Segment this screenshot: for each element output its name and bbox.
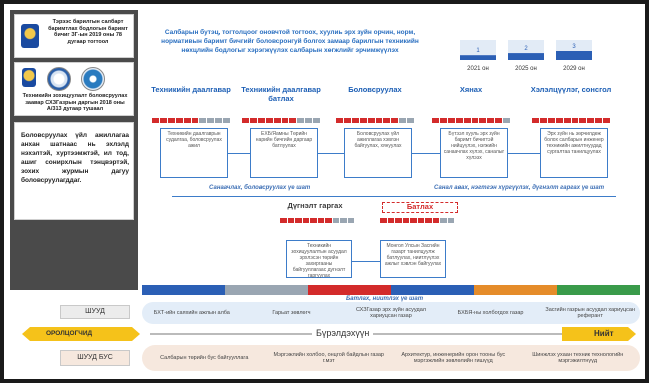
stage-arrow-2 bbox=[318, 153, 344, 154]
agency-seal-icon bbox=[47, 67, 71, 91]
lower-arrow bbox=[352, 261, 380, 262]
lower-progress-bar-2 bbox=[380, 218, 454, 223]
year-bar-value: 1 bbox=[476, 48, 480, 54]
stage-progress-bar-5 bbox=[532, 118, 611, 123]
stage-arrow-4 bbox=[508, 153, 540, 154]
lower-stage-title-1: Дүгнэлт гаргах bbox=[287, 201, 343, 210]
public-end-label: Нийт bbox=[594, 329, 614, 338]
participant-label: ОРОЛЦОГЧИД bbox=[46, 330, 93, 337]
direct-band: БХТ-ийн саяхийн ажлын алба Гарьат зөвлөгч… bbox=[142, 302, 640, 324]
stage-progress-bar-1 bbox=[152, 118, 231, 123]
lower-stage-box-2: Монгол Улсын Засгийн газарт танилцуулж б… bbox=[380, 240, 446, 278]
year-bar-label: 2025 он bbox=[515, 66, 537, 72]
public-label: Бүрэлдэхүүн bbox=[312, 328, 374, 338]
direct-label: ШУУД bbox=[60, 305, 130, 319]
description-card: Боловсруулах үйл ажиллагаа анхан шатнаас… bbox=[14, 122, 134, 220]
year-bar bbox=[508, 53, 544, 60]
color-strip bbox=[142, 285, 640, 295]
stage-box-2: ЕХБ/Яамны Төрийн нарийн бичгийн даргаар … bbox=[250, 128, 318, 178]
indirect-item: Шинжлэх ухаан техник технологийн мэргэжи… bbox=[532, 351, 624, 365]
year-bar-value: 3 bbox=[572, 44, 576, 50]
stage-box-4: Бүтээл хууль эрх зүйн баримт бичигтэй ни… bbox=[440, 128, 508, 178]
stage-title-5: Хэлэлцүүлэг, сонсгол bbox=[530, 85, 612, 94]
stage-box-3: Боловсруулах үйл ажиллагаа хэвлэн байгуу… bbox=[344, 128, 412, 178]
stage-arrow-3 bbox=[412, 153, 440, 154]
note-right: Санал авах, нэгтгэн хүргүүлэх, дүгнэлт г… bbox=[434, 185, 605, 191]
lower-stage-title-2: Батлах bbox=[382, 202, 458, 213]
direct-item: СХЗГазар эрх зүйн асуудал хариуцсан газа… bbox=[356, 306, 426, 320]
lower-progress-bar-1 bbox=[280, 218, 354, 223]
direct-item: БХБЯ-ны холбогдох газар bbox=[457, 309, 524, 316]
intro-text: Салбарын бутэц, тогтолцоог оновчтой тогт… bbox=[161, 29, 419, 54]
participant-arrow: ОРОЛЦОГЧИД Бүрэлдэхүүн Нийт bbox=[22, 327, 638, 341]
ministry-logo-icon bbox=[81, 67, 105, 91]
year-bar-bg bbox=[460, 40, 496, 60]
year-chart-svg: 1 2021 он 2 2025 он 3 2029 он bbox=[460, 40, 592, 72]
indirect-item: Салбарын төрийн бус байгууллага bbox=[160, 354, 249, 361]
left-panel: Тэрээс барилгын салбарт баримтлах бодлог… bbox=[10, 10, 138, 290]
direct-item: Гарьат зөвлөгч bbox=[272, 309, 311, 316]
year-bar-label: 2029 он bbox=[563, 66, 585, 72]
stage-title-2: Техникийн даалгавар батлах bbox=[241, 85, 321, 103]
mongolia-emblem-icon bbox=[22, 68, 36, 87]
indirect-label: ШУУД БУС bbox=[60, 350, 130, 366]
lower-stage-box-1: Техникийн зохицуулалтын асуудал эрхлэсэн… bbox=[286, 240, 352, 279]
stage-title-1: Техникийн даалгавар bbox=[151, 85, 231, 94]
year-bar-value: 2 bbox=[524, 46, 528, 52]
stage-title-3: Боловсруулах bbox=[348, 85, 402, 94]
stage-progress-bar-2 bbox=[242, 118, 321, 123]
order-text: Техникийн зохицуулалт боловсруулах заава… bbox=[22, 93, 128, 112]
direct-item: БХТ-ийн саяхийн ажлын алба bbox=[153, 309, 230, 316]
year-chart: 1 2021 он 2 2025 он 3 2029 он bbox=[452, 28, 602, 72]
stage-box-1: Техникийн даалгаврын судалгаа, боловсруу… bbox=[160, 128, 228, 178]
order-card: Техникийн зохицуулалт боловсруулах заава… bbox=[14, 62, 134, 116]
stage-progress-bar-4 bbox=[432, 118, 511, 123]
stage-progress-bar-3 bbox=[336, 118, 415, 123]
slide: Тэрээс барилгын салбарт баримтлах бодлог… bbox=[4, 4, 645, 379]
resolution-card: Тэрээс барилгын салбарт баримтлах бодлог… bbox=[14, 14, 134, 58]
note-left: Санаачлах, боловсруулах үе шат bbox=[209, 185, 311, 191]
indirect-item: Мэргэжлийн холбоо, онцгой байдлын газар … bbox=[273, 351, 384, 365]
year-bar bbox=[556, 51, 592, 60]
resolution-text: Тэрээс барилгын салбарт баримтлах бодлог… bbox=[48, 19, 128, 45]
year-bar bbox=[460, 55, 496, 60]
year-bar-label: 2021 он bbox=[467, 66, 489, 72]
note-bottom: Батлах, ниитлэх үе шат bbox=[346, 296, 424, 302]
direct-item: Засгийн газрын асуудал хариуцсан реферан… bbox=[545, 306, 635, 320]
indirect-band: Салбарын төрийн бус байгууллага Мэргэжлий… bbox=[142, 345, 640, 371]
stage-title-4: Хянах bbox=[459, 85, 483, 94]
connector-line bbox=[172, 196, 616, 197]
mongolia-emblem-icon bbox=[21, 24, 39, 48]
stage-arrow-1 bbox=[228, 153, 250, 154]
stage-box-5: Эрх зүйн нь зөрчилдөж болох салбарын инж… bbox=[540, 128, 608, 178]
description-text: Боловсруулах үйл ажиллагаа анхан шатнаас… bbox=[21, 132, 129, 184]
indirect-item: Архитектур, инженерийн орон тооны бус мэ… bbox=[401, 351, 506, 365]
